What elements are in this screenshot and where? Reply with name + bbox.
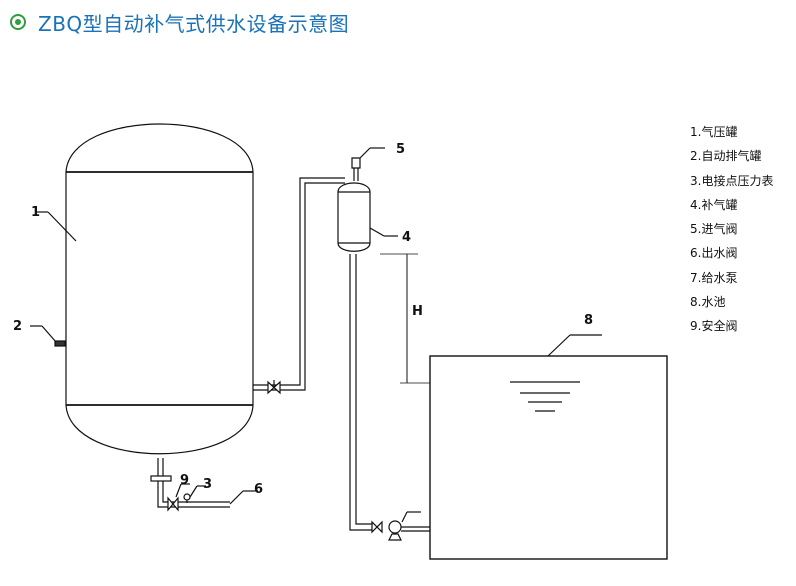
outlet-pipe xyxy=(253,177,345,395)
label-5: 5 xyxy=(396,142,405,157)
label-9: 9 xyxy=(180,473,189,488)
auto-exhaust-fitting xyxy=(30,325,66,347)
label-4: 4 xyxy=(402,230,411,245)
legend-item: 5.进气阀 xyxy=(690,222,738,237)
title-row: ZBQ型自动补气式供水设备示意图 xyxy=(10,8,349,36)
makeup-air-tank xyxy=(337,182,398,252)
label-8: 8 xyxy=(584,313,593,328)
intake-valve xyxy=(351,147,385,181)
label-2: 2 xyxy=(13,319,22,334)
height-dimension xyxy=(380,253,430,384)
water-pool xyxy=(429,334,668,560)
tank-bottom-piping xyxy=(150,458,258,512)
legend-item: 4.补气罐 xyxy=(690,197,738,212)
target-circle-icon xyxy=(10,14,26,30)
legend-item: 7.给水泵 xyxy=(690,270,738,285)
label-h: H xyxy=(412,304,423,319)
component-legend: 1.气压罐 2.自动排气罐 3.电接点压力表 4.补气罐 5.进气阀 6.出水阀… xyxy=(690,120,773,339)
legend-item: 8.水池 xyxy=(690,295,726,310)
legend-item: 6.出水阀 xyxy=(690,246,738,261)
feed-pump xyxy=(371,511,430,541)
legend-item: 1.气压罐 xyxy=(690,125,738,139)
pressure-tank xyxy=(65,123,254,455)
legend-item: 2.自动排气罐 xyxy=(690,149,762,164)
label-6: 6 xyxy=(254,482,263,497)
label-3: 3 xyxy=(203,477,212,492)
label-1: 1 xyxy=(31,205,40,220)
legend-item: 3.电接点压力表 xyxy=(690,173,774,188)
legend-item: 9.安全阀 xyxy=(690,319,738,334)
page-title: ZBQ型自动补气式供水设备示意图 xyxy=(38,11,350,36)
pump-suction-pipe xyxy=(349,254,372,531)
label-1-leader xyxy=(35,211,77,242)
